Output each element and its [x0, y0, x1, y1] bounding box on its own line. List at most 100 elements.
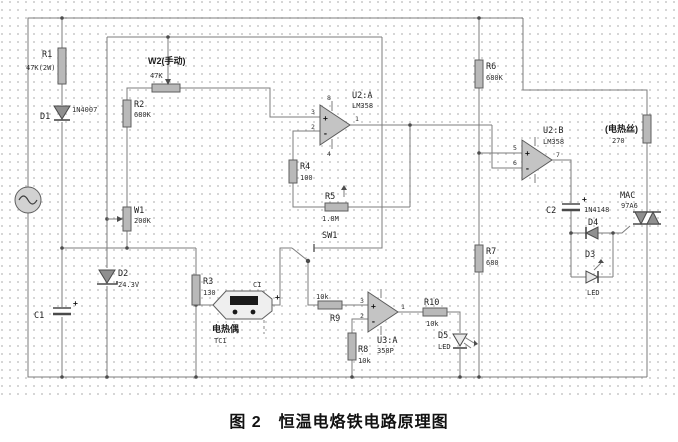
diode-d4: 1N4148 D4: [584, 206, 609, 240]
c1-label: C1: [34, 311, 44, 321]
r5-label: R5: [325, 192, 335, 202]
r4-label: R4: [300, 162, 310, 172]
u2a-plus: +: [323, 114, 328, 123]
d3-label: D3: [585, 250, 595, 260]
circuit-schematic: R1 47K(2W) D1 1N4007 + C1 R2 680K W2(手动)…: [14, 16, 661, 379]
capacitor-c2: + C2: [546, 195, 587, 216]
r1-value: 47K(2W): [26, 64, 56, 72]
resistor-r10: R10 10k: [422, 298, 448, 328]
u2a-pin3: 3: [311, 108, 315, 116]
tc1-ref: TC1: [214, 337, 227, 345]
r1-label: R1: [42, 50, 52, 60]
heater-value: 270: [612, 137, 625, 145]
opamp-u2a: + - 3 2 1 8 4 U2:A LM358: [311, 91, 373, 158]
schematic-board: R1 47K(2W) D1 1N4007 + C1 R2 680K W2(手动)…: [0, 0, 678, 400]
u3a-pin1: 1: [401, 303, 405, 311]
c2-label: C2: [546, 206, 556, 216]
resistor-r1: R1 47K(2W): [26, 47, 67, 85]
resistor-r8: R8 10k: [347, 332, 371, 365]
u2a-minus: -: [323, 129, 328, 138]
tc1-body: [230, 296, 258, 305]
u2a-pin4: 4: [327, 150, 331, 158]
resistor-r6: R6 680K: [474, 59, 504, 89]
triac-value: 97A6: [621, 202, 638, 210]
tc1-label: 电热偶: [212, 323, 239, 334]
u2b-part: LM358: [543, 138, 564, 146]
r10-value: 10k: [426, 320, 439, 328]
w1-value: 200K: [134, 217, 152, 225]
resistor-r7: R7 680: [474, 244, 499, 273]
d2-label: D2: [118, 269, 128, 279]
sw1-label: SW1: [322, 231, 337, 241]
resistor-r4: R4 100: [288, 159, 313, 184]
r7-label: R7: [486, 247, 496, 257]
r3-label: R3: [203, 277, 213, 287]
u2a-label: U2:A: [352, 91, 372, 101]
diode-d1: D1 1N4007: [40, 105, 97, 122]
triac-label: MAC: [620, 191, 635, 201]
thermocouple-tc1: CI + 电热偶 TC1: [212, 281, 280, 345]
u2b-plus: +: [525, 149, 530, 158]
u3a-plus: +: [371, 302, 376, 311]
resistor-r2: R2 680K: [122, 99, 152, 128]
led-d3: D3 LED: [585, 250, 604, 297]
u3a-pin3: 3: [360, 297, 364, 305]
tc1-plus: +: [275, 293, 280, 302]
r4-value: 100: [300, 174, 313, 182]
triac-mac97a6: MAC 97A6: [620, 191, 661, 226]
r8-value: 10k: [358, 357, 371, 365]
u2a-part: LM358: [352, 102, 373, 110]
opamp-u3a: + - 3 2 1 U3:A 358P: [360, 289, 405, 355]
opamp-u2b: + - 5 6 7 U2:B LM358: [513, 126, 564, 183]
u2a-pin1: 1: [355, 115, 359, 123]
d2-value: 24.3V: [118, 281, 140, 289]
tc1-mark: CI: [253, 281, 261, 289]
r8-label: R8: [358, 345, 368, 355]
d4-value: 1N4148: [584, 206, 609, 214]
r3-value: 130: [203, 289, 216, 297]
r2-value: 680K: [134, 111, 152, 119]
r9-value: 10k: [316, 293, 329, 301]
u3a-pin2: 2: [360, 312, 364, 320]
w2-label: W2(手动): [148, 55, 186, 66]
r9-label: R9: [330, 314, 340, 324]
c1-plus: +: [73, 299, 78, 308]
figure-caption: 图 2 恒温电烙铁电路原理图: [229, 414, 449, 431]
zener-d2: D2 24.3V: [97, 269, 140, 289]
r6-value: 680K: [486, 74, 504, 82]
potentiometer-w1: W1 200K: [107, 206, 152, 232]
d5-label: D5: [438, 331, 448, 341]
heater-element: (电热丝) 270: [605, 114, 652, 145]
r7-value: 680: [486, 259, 499, 267]
led-d5: D5 LED: [438, 331, 478, 351]
u3a-label: U3:A: [377, 336, 397, 346]
d1-label: D1: [40, 112, 50, 122]
u2b-pin7: 7: [556, 151, 560, 159]
u2b-pin5: 5: [513, 144, 517, 152]
w2-value: 47K: [150, 72, 163, 80]
u2a-pin2: 2: [311, 123, 315, 131]
junction-dots: [60, 16, 615, 379]
resistor-r9: 10k R9: [316, 293, 343, 324]
capacitor-c1: + C1: [34, 299, 78, 321]
resistor-r3: R3 130: [191, 274, 216, 306]
r10-label: R10: [424, 298, 439, 308]
switch-sw1: SW1: [291, 231, 337, 264]
u2b-pin6: 6: [513, 159, 517, 167]
resistor-r5: R5 1.8M: [322, 185, 349, 223]
r6-label: R6: [486, 62, 496, 72]
u2a-pin8: 8: [327, 94, 331, 102]
ac-source: [14, 186, 42, 214]
w1-label: W1: [134, 206, 144, 216]
d5-value: LED: [438, 343, 451, 351]
u2b-label: U2:B: [543, 126, 563, 136]
wires: [27, 17, 648, 378]
c2-plus: +: [582, 195, 587, 204]
d4-label: D4: [588, 218, 598, 228]
d1-value: 1N4007: [72, 106, 97, 114]
r5-value: 1.8M: [322, 215, 339, 223]
sine-wave-icon: [18, 195, 38, 205]
d3-value: LED: [587, 289, 600, 297]
u3a-minus: -: [371, 317, 376, 326]
u3a-part: 358P: [377, 347, 394, 355]
